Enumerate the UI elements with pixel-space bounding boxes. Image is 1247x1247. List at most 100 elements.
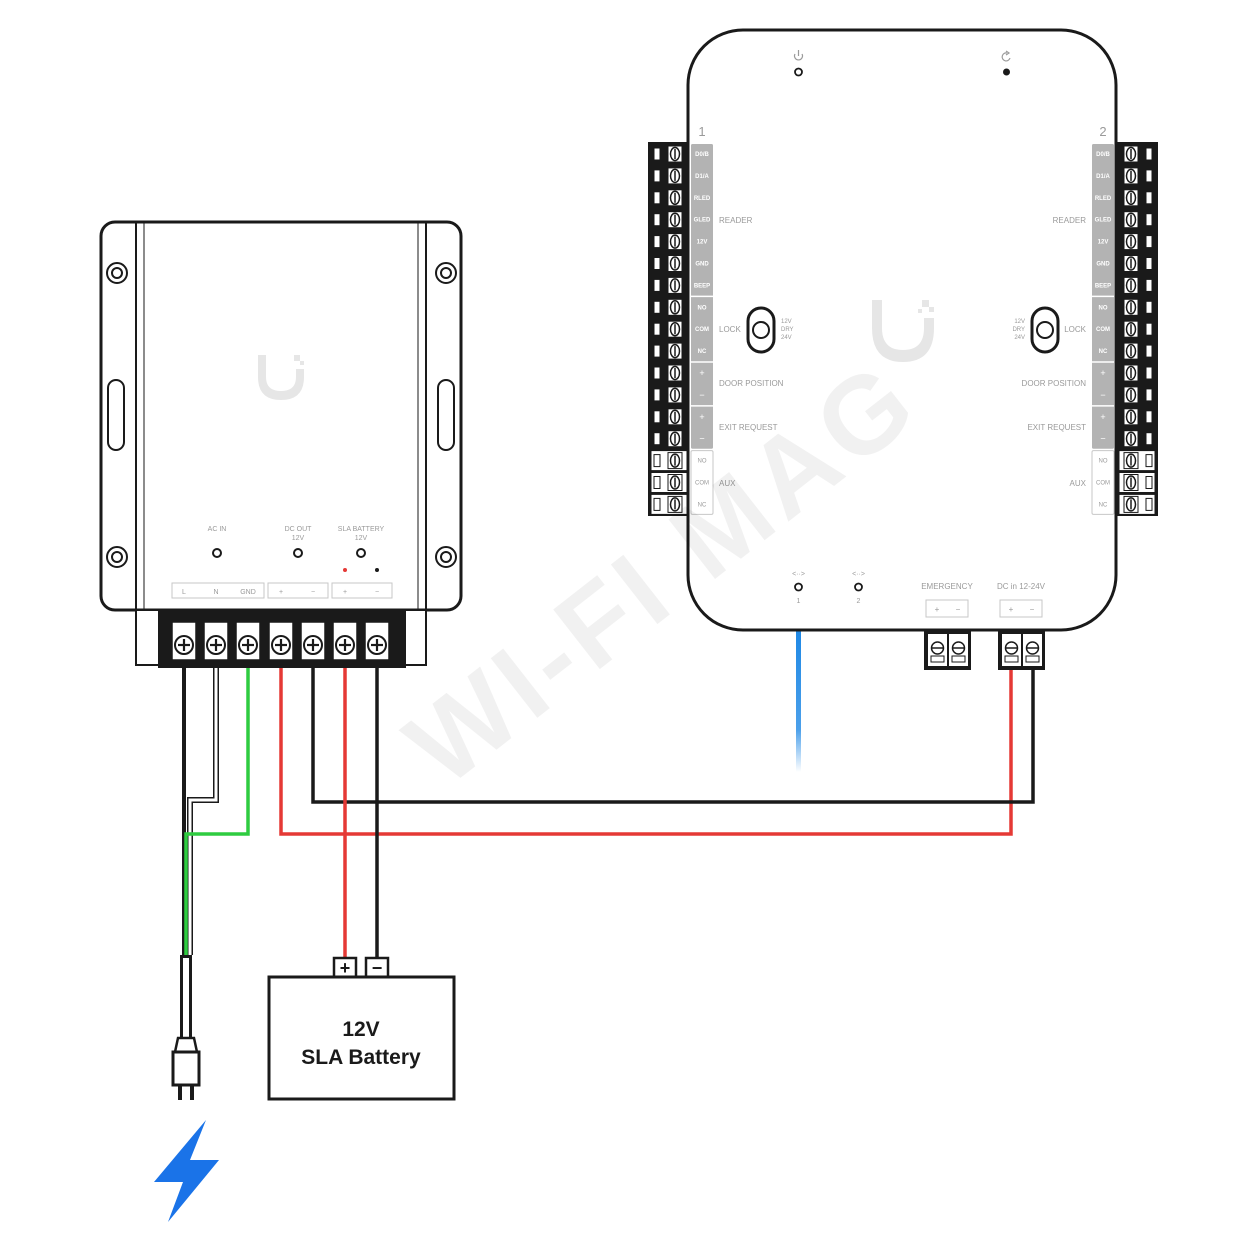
hub-terminal-screw[interactable] [650,406,688,428]
power-led [794,67,803,77]
dc-in-label: DC in 12-24V [997,582,1046,591]
hub-terminal-label: GND [695,262,709,268]
power-icon [793,50,804,61]
sla-battery: + − 12V SLA Battery [267,956,456,1101]
mount-slot [437,379,455,451]
hub-terminal-screw[interactable] [650,187,688,209]
emergency-connector[interactable] [924,630,971,670]
switch-1-dry: DRY [781,327,794,333]
status-led-black [375,568,379,572]
psu-terminal-screw[interactable] [203,621,229,661]
hub-terminal-label: RLED [694,196,711,202]
ethernet-port-1-led [794,582,803,592]
port-number-2: 2 [857,598,861,605]
psu-terminal-screw[interactable] [332,621,358,661]
sla-label: SLA BATTERY [338,526,385,533]
hub-terminal-label: + [1100,412,1105,422]
hub-terminal-screw[interactable] [650,450,688,472]
hub-terminal-screw[interactable] [1118,165,1156,187]
hub-terminal-screw[interactable] [650,318,688,340]
hub-terminal-label: NO [1099,459,1108,465]
psu-terminal-label: L [182,589,186,596]
hub-terminal-screw[interactable] [1118,493,1156,515]
hub-terminal-screw[interactable] [1118,318,1156,340]
ethernet-cable [796,630,801,772]
svg-text:<··>: <··> [792,571,805,578]
hub-terminal-screw[interactable] [650,274,688,296]
psu-terminal-screw[interactable] [364,621,390,661]
psu-terminal-label: N [213,589,218,596]
hub-terminal-screw[interactable] [650,296,688,318]
reader-label-2: READER [1053,216,1087,225]
door-position-label-1: DOOR POSITION [719,379,784,388]
hub-terminal-label: RLED [1095,196,1112,202]
dc-in-connector[interactable] [998,630,1045,670]
hub-terminal-screw[interactable] [1118,187,1156,209]
power-plug-icon [171,955,201,1100]
hub-terminal-screw[interactable] [1118,362,1156,384]
wire-ground [184,668,250,955]
hub-terminal-screw[interactable] [1118,296,1156,318]
side-number-2: 2 [1099,124,1106,139]
hub-terminal-screw[interactable] [650,209,688,231]
hub-terminal-screw[interactable] [1118,253,1156,274]
hub-terminal-screw[interactable] [1118,209,1156,231]
hub-terminal-screw[interactable] [650,253,688,274]
battery-type: SLA Battery [301,1046,421,1069]
hub-terminal-screw[interactable] [1118,143,1156,165]
hub-terminal-screw[interactable] [1118,274,1156,296]
emergency-plus: + [935,605,940,614]
reset-button[interactable] [1003,68,1010,76]
hub-terminal-screw[interactable] [650,143,688,165]
lock-voltage-switch-1[interactable] [746,306,776,354]
hub-terminal-screw[interactable] [1118,340,1156,362]
hub-terminal-label: BEEP [1095,283,1111,289]
wire-neutral-outline [187,668,219,955]
emergency-minus: − [956,605,961,614]
svg-text:<··>: <··> [852,571,865,578]
psu-terminal-screw[interactable] [300,621,326,661]
hub-terminal-label: NO [698,305,707,311]
mount-hole [435,546,457,568]
mount-hole [106,262,128,284]
hub-body [686,28,1118,632]
status-led-red [343,568,347,572]
reset-icon [1001,50,1011,62]
hub-terminal-screw[interactable] [650,231,688,253]
lock-voltage-switch-2[interactable] [1030,306,1060,354]
hub-terminal-label: + [699,412,704,422]
hub-terminal-screw[interactable] [1118,450,1156,472]
hub-terminal-screw[interactable] [1118,472,1156,493]
wire-neutral [188,668,218,955]
psu-terminal-screw[interactable] [171,621,197,661]
mount-hole [106,546,128,568]
hub-terminal-screw[interactable] [650,428,688,450]
switch-2-12v: 12V [1014,319,1025,325]
hub-terminal-screw[interactable] [1118,384,1156,406]
hub-terminal-label: + [1100,368,1105,378]
psu-terminal-label: − [375,589,379,596]
hub-terminal-screw[interactable] [1118,406,1156,428]
sla-led [356,548,366,558]
hub-terminal-label: NC [1099,502,1108,508]
reader-label-1: READER [719,216,753,225]
hub-terminal-screw[interactable] [650,472,688,493]
wires [182,630,1035,960]
hub-terminal-screw[interactable] [1118,231,1156,253]
hub-terminal-screw[interactable] [650,362,688,384]
port-number-1: 1 [797,598,801,605]
hub-terminal-screw[interactable] [650,340,688,362]
hub-terminal-label: COM [695,327,709,333]
hub-terminal-screw[interactable] [1118,428,1156,450]
hub-terminal-label: − [699,434,704,444]
hub-terminal-screw[interactable] [650,384,688,406]
switch-2-24v: 24V [1014,335,1025,341]
psu-terminal-screw[interactable] [235,621,261,661]
psu-terminal-screw[interactable] [268,621,294,661]
psu-terminal-label: + [279,589,283,596]
switch-1-24v: 24V [781,335,792,341]
hub-terminal-screw[interactable] [650,165,688,187]
